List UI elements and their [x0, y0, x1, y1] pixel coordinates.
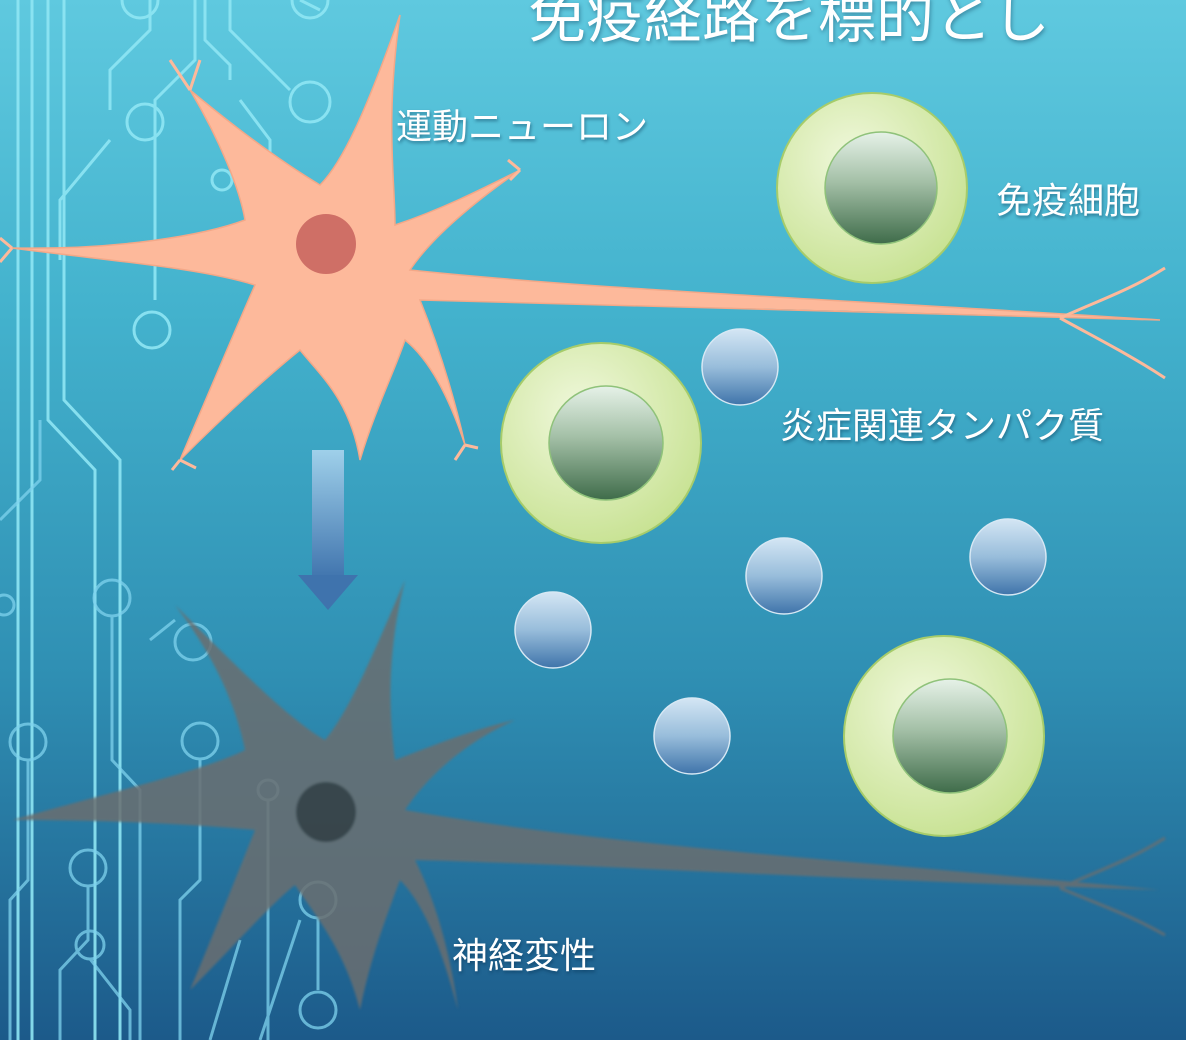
degenerated-nucleus [296, 782, 356, 842]
label-neurodegeneration: 神経変性 [452, 936, 597, 977]
protein-particle [969, 518, 1047, 596]
protein-particle [653, 697, 731, 775]
immune-cell [776, 92, 968, 284]
label-immune-cell: 免疫細胞 [996, 181, 1141, 222]
down-arrow-icon [298, 450, 358, 610]
neuron-body [11, 14, 1161, 461]
circuit-decoration [16, 0, 332, 1040]
slide-title: 免疫経路を標的とし [528, 0, 1051, 51]
label-motor-neuron: 運動ニューロン [396, 107, 649, 148]
protein-particle [745, 537, 823, 615]
degenerated-neuron-body [12, 580, 1160, 1010]
neuron-nucleus [296, 214, 356, 274]
immune-cell [500, 342, 702, 544]
motor-neuron-healthy [0, 14, 1166, 471]
protein-particle [514, 591, 592, 669]
immune-cell [843, 635, 1045, 837]
label-inflammatory-protein: 炎症関連タンパク質 [780, 406, 1105, 447]
protein-particle [701, 328, 779, 406]
motor-neuron-degenerated [12, 580, 1166, 1010]
